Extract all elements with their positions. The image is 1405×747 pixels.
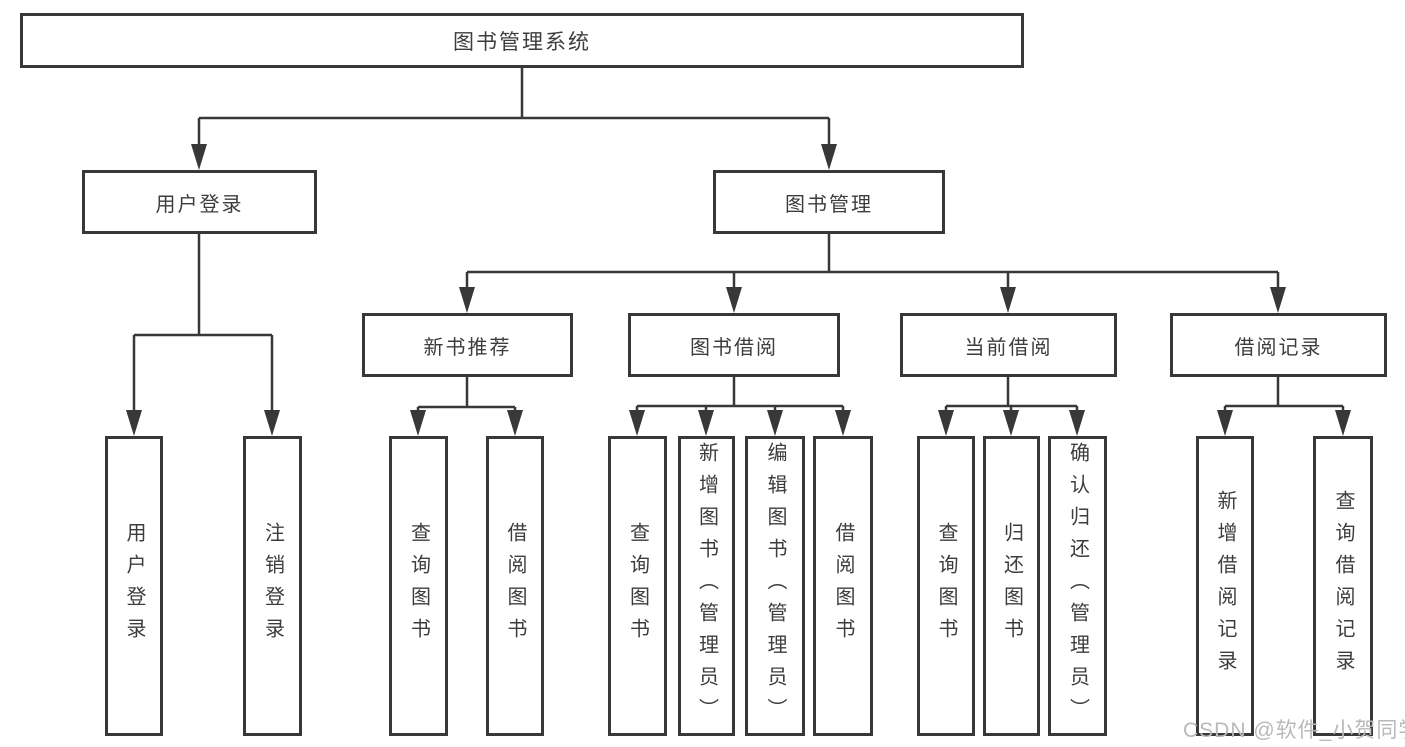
leaf-bb-query-books: 查询图书 xyxy=(608,436,667,736)
arrowhead xyxy=(1335,410,1351,436)
leaf-bb-add-books-admin: 新增图书（管理员） xyxy=(678,436,735,736)
node-label: 当前借阅 xyxy=(964,336,1053,359)
node-label: 借阅记录 xyxy=(1234,336,1323,359)
node-current-borrowing: 当前借阅 xyxy=(900,313,1117,377)
node-label: 编辑图书（管理员） xyxy=(764,442,786,730)
connector-newbook-to-leaves xyxy=(416,377,517,414)
arrowhead xyxy=(767,410,783,436)
connector-root-to-level2 xyxy=(197,68,831,148)
connector-current-to-leaves xyxy=(944,377,1079,414)
connector-borrowing-to-leaves xyxy=(635,377,845,414)
arrowhead xyxy=(1069,410,1085,436)
leaf-logout: 注销登录 xyxy=(243,436,302,736)
node-label: 用户登录 xyxy=(155,193,244,216)
csdn-watermark: CSDN @软件_小贺同学 xyxy=(1183,719,1405,742)
connector-bookmgmt-to-level3 xyxy=(465,234,1280,291)
connector-userlogin-to-leaves xyxy=(132,234,274,414)
arrowhead xyxy=(726,287,742,313)
leaf-nb-query-books: 查询图书 xyxy=(389,436,448,736)
node-library-management-system: 图书管理系统 xyxy=(20,13,1024,68)
arrowhead xyxy=(507,410,523,436)
leaf-nb-borrow-books: 借阅图书 xyxy=(486,436,544,736)
connector-records-to-leaves xyxy=(1223,377,1345,414)
arrowhead xyxy=(191,144,207,170)
arrowhead xyxy=(835,410,851,436)
arrowhead xyxy=(1270,287,1286,313)
leaf-bb-edit-books-admin: 编辑图书（管理员） xyxy=(745,436,805,736)
arrowhead xyxy=(459,287,475,313)
node-user-login: 用户登录 xyxy=(82,170,317,234)
arrowhead xyxy=(1003,410,1019,436)
leaf-br-add-record: 新增借阅记录 xyxy=(1196,436,1254,736)
node-book-borrowing: 图书借阅 xyxy=(628,313,840,377)
arrowhead xyxy=(410,410,426,436)
arrowhead xyxy=(629,410,645,436)
node-label: 借阅图书 xyxy=(832,522,854,650)
node-borrowing-records: 借阅记录 xyxy=(1170,313,1387,377)
arrowhead xyxy=(821,144,837,170)
node-label: 图书管理系统 xyxy=(453,30,591,54)
arrowhead xyxy=(264,410,280,436)
node-label: 用户登录 xyxy=(123,522,145,650)
leaf-br-query-record: 查询借阅记录 xyxy=(1313,436,1373,736)
node-label: 查询图书 xyxy=(407,522,430,650)
leaf-bb-borrow-books: 借阅图书 xyxy=(813,436,873,736)
node-label: 新增借阅记录 xyxy=(1214,490,1236,682)
node-book-management: 图书管理 xyxy=(713,170,945,234)
leaf-cb-query-books: 查询图书 xyxy=(917,436,975,736)
arrowheads xyxy=(126,144,1351,436)
node-label: 借阅图书 xyxy=(504,522,526,650)
arrowhead xyxy=(938,410,954,436)
arrowhead xyxy=(126,410,142,436)
leaf-user-login: 用户登录 xyxy=(105,436,163,736)
leaf-cb-confirm-return-admin: 确认归还（管理员） xyxy=(1048,436,1107,736)
arrowhead xyxy=(1000,287,1016,313)
node-label: 图书借阅 xyxy=(690,336,778,359)
node-label: 注销登录 xyxy=(261,522,284,650)
node-label: 新增图书（管理员） xyxy=(695,442,718,730)
node-label: 新书推荐 xyxy=(423,336,512,359)
arrowhead xyxy=(1217,410,1233,436)
arrowhead xyxy=(698,410,714,436)
node-label: 图书管理 xyxy=(785,193,873,216)
leaf-cb-return-books: 归还图书 xyxy=(983,436,1040,736)
node-label: 查询图书 xyxy=(626,522,649,650)
node-label: 查询借阅记录 xyxy=(1332,490,1354,682)
node-label: 归还图书 xyxy=(1000,522,1023,650)
node-label: 查询图书 xyxy=(935,522,957,650)
node-label: 确认归还（管理员） xyxy=(1066,442,1089,730)
node-new-book-recommend: 新书推荐 xyxy=(362,313,573,377)
